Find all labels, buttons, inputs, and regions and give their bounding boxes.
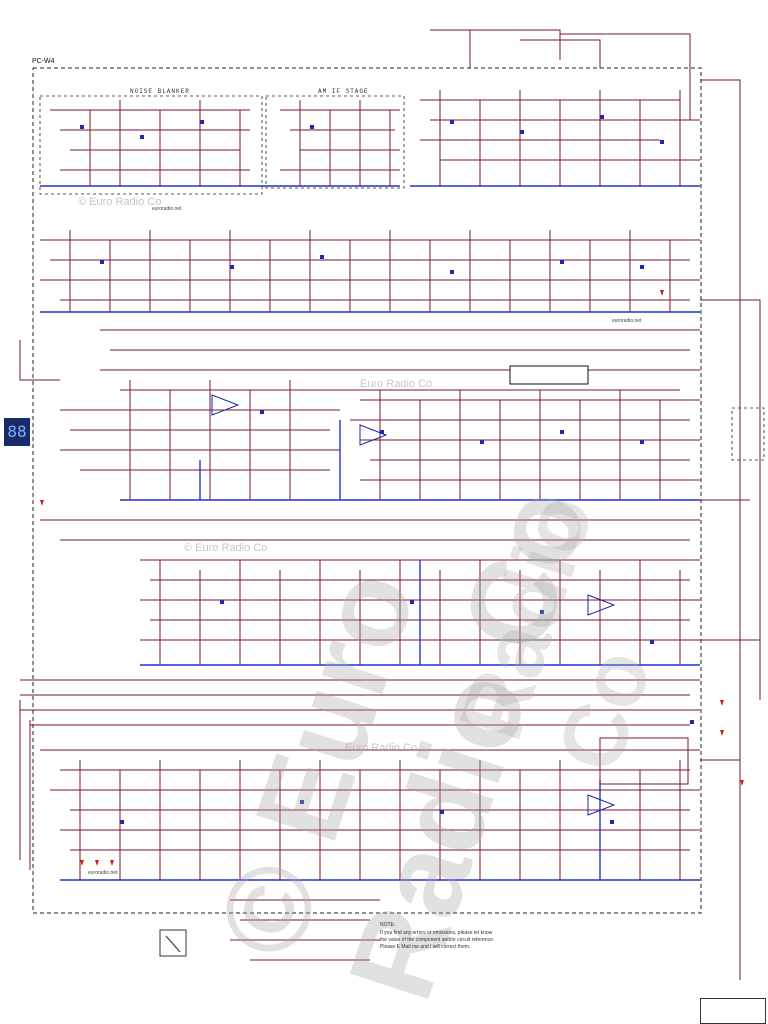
- noise-blanker-title: NOISE BLANKER: [130, 88, 190, 95]
- meter-symbol: [159, 929, 187, 957]
- ground-symbols: [40, 290, 744, 866]
- if-stage-title: AM IF STAGE: [318, 88, 369, 95]
- note-heading: NOTE:: [380, 922, 396, 928]
- right-sub-box: [731, 407, 765, 461]
- watermark-small-4: Euro Radio Co: [345, 742, 418, 754]
- wiring-network: [19, 29, 761, 980]
- lower-right-notes-box: [599, 737, 689, 785]
- watermark-small-3: © Euro Radio Co: [184, 542, 268, 554]
- noise-blanker-box: [39, 95, 263, 195]
- site-text-2: euroradio.net: [612, 318, 642, 324]
- seven-segment-display: 88: [4, 418, 30, 446]
- inset-notice-box: [509, 365, 589, 385]
- meter-needle: [165, 935, 181, 953]
- watermark-small-2: Euro Radio Co: [360, 378, 433, 390]
- title-block: [700, 998, 766, 1024]
- opamp-symbols: [211, 394, 616, 816]
- component-markers: [80, 115, 694, 824]
- note-text: If you find any errors or omissions, ple…: [380, 930, 495, 950]
- site-text-3: euroradio.net: [88, 870, 118, 876]
- if-stage-box: [265, 95, 405, 189]
- site-text-1: euroradio.net: [152, 206, 182, 212]
- board-label: PC-W4: [32, 58, 55, 65]
- watermark-small-1: © Euro Radio Co: [78, 196, 162, 208]
